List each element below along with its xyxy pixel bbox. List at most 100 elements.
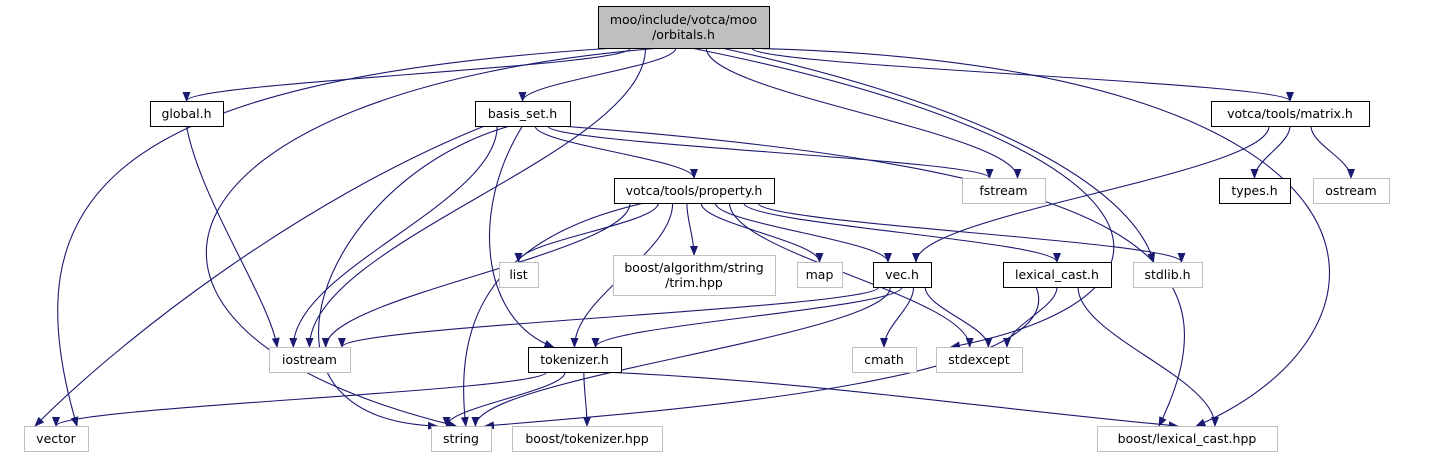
node-types[interactable]: types.h	[1219, 178, 1291, 204]
edge-basis-to-property	[534, 125, 698, 179]
edge-basis-to-string	[318, 125, 510, 430]
node-box	[24, 426, 89, 452]
node-box	[852, 347, 917, 373]
node-label: tokenizer.h	[540, 352, 609, 367]
edge-vec-to-string	[471, 286, 891, 427]
node-stdlib: stdlib.h	[1133, 262, 1203, 288]
edge-matrix-to-vec	[912, 125, 1270, 263]
node-list: list	[499, 262, 539, 288]
node-map: map	[797, 262, 843, 288]
node-box	[269, 347, 351, 373]
node-box	[614, 178, 775, 204]
node-box	[1219, 178, 1291, 204]
node-box	[475, 101, 571, 127]
node-label: votca/tools/property.h	[626, 183, 763, 198]
edge-basis-to-vector	[34, 125, 485, 427]
node-label: vec.h	[885, 267, 919, 282]
node-box	[528, 347, 622, 373]
node-box	[512, 426, 663, 452]
node-label: boost/algorithm/string	[624, 260, 763, 275]
edge-root-to-string	[205, 47, 661, 428]
edge-root-to-vector	[57, 47, 616, 427]
edge-basis-to-tokenizer	[488, 125, 555, 348]
edge-property-to-map	[700, 202, 824, 263]
edge-root-to-fstream	[705, 47, 1022, 179]
node-property[interactable]: votca/tools/property.h	[614, 178, 775, 204]
nodes-layer: moo/include/votca/moo/orbitals.h global.h…	[24, 6, 1390, 452]
edge-tokenizer-to-boosttok	[582, 371, 591, 427]
node-box	[797, 262, 843, 288]
node-box	[1313, 178, 1390, 204]
edge-vec-to-stdexcept	[924, 286, 993, 348]
node-label: global.h	[161, 106, 211, 121]
node-global[interactable]: global.h	[150, 101, 224, 127]
node-string: string	[431, 426, 492, 452]
node-label: fstream	[979, 183, 1027, 198]
node-trim: boost/algorithm/string/trim.hpp	[613, 255, 776, 296]
node-label: map	[806, 267, 834, 282]
node-cmath: cmath	[852, 347, 917, 373]
edge-property-to-trim	[686, 202, 698, 256]
edge-root-to-global	[182, 47, 631, 102]
edge-root-to-stdlib	[721, 47, 1156, 263]
node-boosttok: boost/tokenizer.hpp	[512, 426, 663, 452]
node-box	[1133, 262, 1203, 288]
edge-matrix-to-types	[1250, 125, 1291, 179]
node-box	[499, 262, 539, 288]
edge-root-to-iostream	[305, 47, 647, 348]
edge-root-to-stdexcept	[690, 47, 1115, 350]
node-label: cmath	[864, 352, 904, 367]
edge-vec-to-iostream	[338, 286, 880, 348]
edge-tokenizer-to-vector	[52, 371, 548, 427]
node-label: iostream	[282, 352, 337, 367]
edge-lexical-to-boostlex	[1077, 286, 1219, 427]
node-boostlex: boost/lexical_cast.hpp	[1097, 426, 1278, 452]
node-label: /trim.hpp	[665, 275, 723, 290]
node-box	[1211, 101, 1370, 127]
node-label: moo/include/votca/moo	[610, 12, 757, 27]
node-label: stdexcept	[948, 352, 1009, 367]
node-box	[613, 255, 776, 296]
edge-property-to-lexical	[743, 202, 1061, 263]
node-label: list	[509, 267, 527, 282]
edge-basis-to-boostlex	[560, 125, 1185, 427]
edge-property-to-list	[514, 202, 659, 263]
edge-basis-to-fstream	[547, 125, 994, 179]
edge-property-to-stdlib	[757, 202, 1186, 263]
node-label: string	[443, 431, 479, 446]
node-box	[150, 101, 224, 127]
node-basis[interactable]: basis_set.h	[475, 101, 571, 127]
node-root[interactable]: moo/include/votca/moo/orbitals.h	[598, 6, 770, 49]
node-label: stdlib.h	[1144, 267, 1190, 282]
node-stdexcept: stdexcept	[936, 347, 1023, 373]
edge-global-to-iostream	[185, 125, 280, 348]
node-box	[431, 426, 492, 452]
node-box	[936, 347, 1023, 373]
edge-property-to-stdexcept	[729, 202, 974, 348]
node-box	[598, 6, 770, 49]
node-tokenizer[interactable]: tokenizer.h	[528, 347, 622, 373]
node-ostream: ostream	[1313, 178, 1390, 204]
edge-matrix-to-ostream	[1310, 125, 1355, 179]
node-label: basis_set.h	[488, 106, 557, 121]
node-iostream: iostream	[269, 347, 351, 373]
node-vec[interactable]: vec.h	[873, 262, 932, 288]
edge-tokenizer-to-boostlex	[602, 371, 1179, 430]
node-fstream: fstream	[962, 178, 1046, 204]
node-label: lexical_cast.h	[1015, 267, 1099, 282]
edge-root-to-basis	[518, 47, 677, 102]
edge-property-to-iostream	[321, 202, 631, 348]
node-label: types.h	[1231, 183, 1277, 198]
node-label: boost/lexical_cast.hpp	[1118, 431, 1257, 446]
node-box	[873, 262, 932, 288]
node-box	[962, 178, 1046, 204]
node-lexical[interactable]: lexical_cast.h	[1003, 262, 1112, 288]
node-label: boost/tokenizer.hpp	[525, 431, 648, 446]
edge-vec-to-cmath	[880, 286, 915, 348]
edge-property-to-vec	[714, 202, 892, 263]
node-label: /orbitals.h	[652, 27, 715, 42]
edge-root-to-boostlex	[736, 47, 1330, 427]
node-label: ostream	[1325, 183, 1376, 198]
node-matrix[interactable]: votca/tools/matrix.h	[1211, 101, 1370, 127]
